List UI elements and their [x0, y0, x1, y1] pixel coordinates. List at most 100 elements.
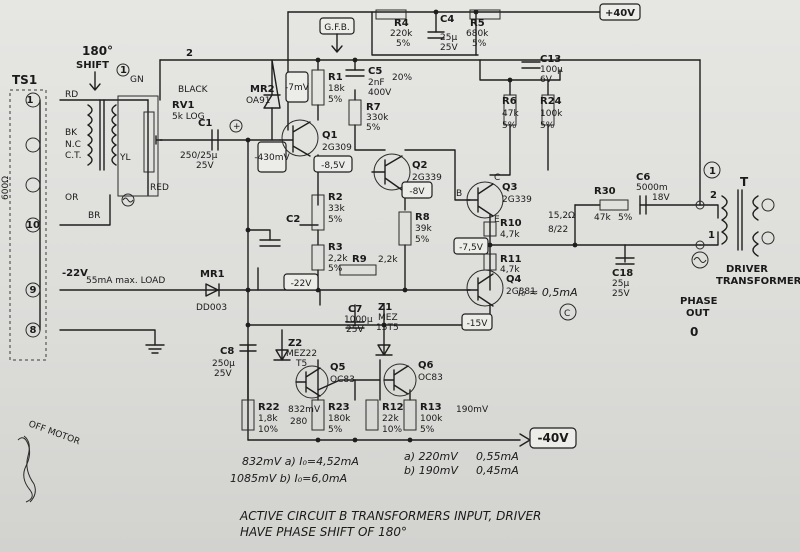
node-minus85: -8,5V — [321, 161, 346, 171]
resistor-r24: R24 100k 5% — [540, 94, 563, 131]
resistor-r7: R7 330k 5% — [348, 99, 389, 133]
svg-text:25V: 25V — [346, 325, 364, 335]
svg-text:N.C: N.C — [65, 140, 81, 150]
svg-text:b) 190mV: b) 190mV — [404, 464, 459, 477]
driver-transformer: 1 2 1 T DRIVER TRANSFORMER PHASE OUT 0 — [680, 161, 800, 339]
svg-text:1: 1 — [709, 166, 716, 177]
svg-text:R1: R1 — [328, 72, 343, 83]
resistor-r4: R4 220k 5% — [375, 9, 413, 49]
resistor-r22: R22 1,8k 10% — [241, 399, 280, 435]
svg-text:R9: R9 — [352, 254, 367, 265]
svg-text:G.F.B.: G.F.B. — [324, 23, 349, 33]
svg-text:20%: 20% — [392, 73, 412, 83]
input-transformer: RD BK N.C C.T. OR YL BR BLACK RED GN 1 — [65, 63, 209, 221]
resistor-r8: R8 39k 5% — [398, 211, 432, 246]
svg-text:R4: R4 — [394, 18, 409, 29]
svg-text:5%: 5% — [415, 235, 430, 245]
svg-text:400V: 400V — [368, 88, 392, 98]
svg-text:5%: 5% — [328, 425, 343, 435]
resistor-r11: R11 4,7k — [483, 253, 522, 275]
node-minus15: -15V — [467, 319, 489, 329]
svg-text:OR: OR — [65, 193, 78, 203]
svg-text:250/25μ: 250/25μ — [180, 151, 218, 161]
svg-text:10%: 10% — [258, 425, 278, 435]
svg-text:R5: R5 — [470, 18, 485, 29]
svg-text:C1: C1 — [198, 118, 212, 129]
resistor-r10: R10 4,7k — [483, 218, 522, 240]
svg-text:R12: R12 — [382, 402, 404, 413]
svg-text:DRIVER: DRIVER — [726, 264, 768, 275]
svg-text:C13: C13 — [540, 54, 561, 65]
terminal-1[interactable] — [25, 92, 41, 108]
rail-plus40: +40V — [605, 8, 635, 19]
svg-text:25V: 25V — [440, 43, 458, 53]
svg-text:R8: R8 — [415, 212, 430, 223]
phase-shift-word: SHIFT — [76, 60, 109, 71]
svg-text:RED: RED — [150, 183, 169, 193]
capacitor-c2: C2 — [259, 214, 300, 247]
resistor-r1: R1 18k 5% -7mV — [285, 69, 345, 106]
svg-text:OC83: OC83 — [418, 373, 443, 383]
svg-text:Q4: Q4 — [506, 274, 522, 285]
junctions — [245, 9, 578, 443]
svg-text:5%: 5% — [328, 215, 343, 225]
resistor-r12: R12 22k 10% — [365, 399, 404, 435]
svg-text:R7: R7 — [366, 102, 381, 113]
svg-text:R10: R10 — [500, 218, 522, 229]
svg-text:R11: R11 — [500, 254, 522, 265]
resistor-r2: R2 33k 5% — [311, 192, 345, 231]
resistor-r23: R23 180k 5% — [311, 399, 351, 435]
svg-text:5%: 5% — [540, 121, 555, 131]
svg-text:PHASE: PHASE — [680, 296, 718, 307]
resistor-r13: R13 100k 5% — [403, 399, 443, 435]
transistor-q3: Q3 2G339 B C E — [456, 173, 532, 225]
svg-text:5%: 5% — [366, 123, 381, 133]
svg-text:BK: BK — [65, 128, 78, 138]
transistor-q6: Q6 OC83 — [383, 360, 443, 397]
svg-text:100k: 100k — [420, 414, 443, 424]
svg-text:25μ: 25μ — [440, 33, 457, 43]
svg-text:MEZ22: MEZ22 — [286, 349, 317, 359]
footer-note-line2: HAVE PHASE SHIFT OF 180° — [240, 525, 407, 539]
svg-text:GN: GN — [130, 75, 144, 85]
svg-text:5%: 5% — [396, 39, 411, 49]
svg-text:0: 0 — [690, 325, 698, 339]
svg-text:680k: 680k — [466, 29, 489, 39]
terminal-9[interactable] — [25, 282, 41, 298]
svg-text:2,2k: 2,2k — [378, 255, 398, 265]
svg-text:MR1: MR1 — [200, 269, 225, 280]
svg-text:-430mV: -430mV — [254, 153, 290, 163]
svg-text:OFF MOTOR: OFF MOTOR — [27, 419, 81, 447]
svg-text:TRANSFORMER: TRANSFORMER — [716, 276, 800, 287]
capacitor-c13: C13 100μ 6V — [521, 54, 563, 85]
svg-text:100k: 100k — [540, 109, 563, 119]
sine-output-icon — [691, 251, 709, 269]
svg-text:5%: 5% — [472, 39, 487, 49]
svg-text:OA91: OA91 — [246, 96, 271, 106]
capacitor-c1: + C1 250/25μ 25V — [180, 118, 243, 171]
svg-text:R6: R6 — [502, 96, 517, 107]
footer-note-line1: ACTIVE CIRCUIT B TRANSFORMERS INPUT, DRI… — [239, 509, 541, 523]
svg-text:DD003: DD003 — [196, 303, 227, 313]
svg-text:MEZ: MEZ — [378, 313, 398, 323]
svg-text:RD: RD — [65, 90, 78, 100]
svg-text:15,2Ω: 15,2Ω — [548, 211, 575, 221]
svg-text:39k: 39k — [415, 224, 432, 234]
svg-text:220k: 220k — [390, 29, 413, 39]
terminal-label-8: 8 — [30, 325, 37, 336]
gfb-label: G.F.B. — [319, 17, 355, 53]
svg-text:2nF: 2nF — [368, 78, 385, 88]
resistor-r30: R30 47k 5% — [594, 186, 633, 223]
svg-text:25V: 25V — [612, 289, 630, 299]
terminal-8[interactable] — [25, 322, 41, 338]
svg-text:330k: 330k — [366, 113, 389, 123]
svg-text:1000μ: 1000μ — [344, 315, 373, 325]
svg-text:190mV: 190mV — [456, 405, 489, 415]
svg-text:5k LOG: 5k LOG — [172, 112, 205, 122]
svg-text:R23: R23 — [328, 402, 350, 413]
terminal-10[interactable] — [25, 217, 41, 233]
svg-text:1: 1 — [708, 230, 715, 241]
capacitor-c5: C5 2nF 400V 20% — [345, 66, 412, 98]
